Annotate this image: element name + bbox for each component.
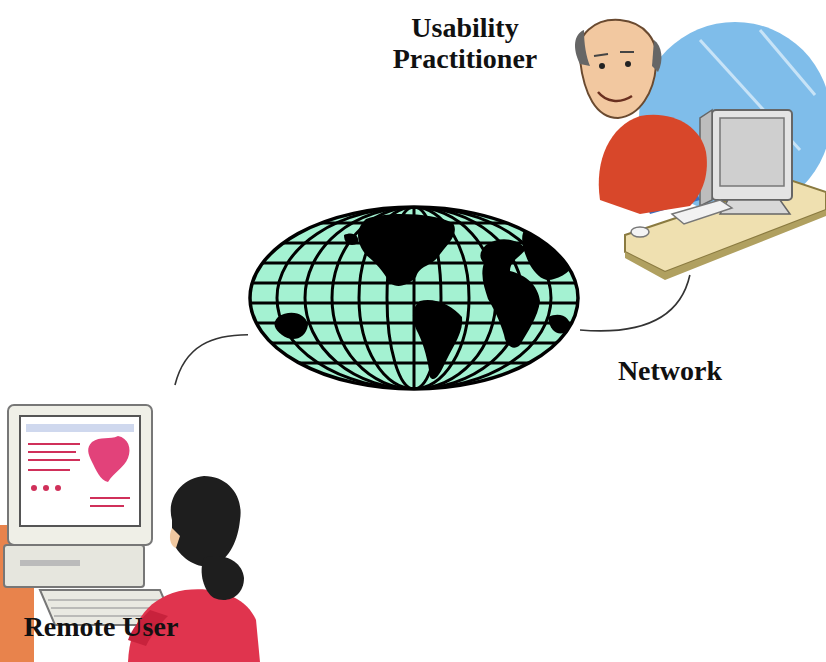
network-cable	[580, 275, 690, 331]
practitioner-node: Usability Practitioner	[565, 20, 823, 275]
network-node: Network	[248, 205, 580, 393]
network-cable	[175, 335, 248, 385]
practitioner-figure	[575, 20, 826, 280]
remote-user-node: Remote User	[0, 385, 270, 662]
globe-icon	[248, 205, 580, 393]
node-label: Remote User	[6, 611, 196, 642]
remote-user-figure	[0, 405, 260, 662]
node-label: Network	[600, 355, 740, 386]
node-label: Usability Practitioner	[380, 12, 550, 75]
